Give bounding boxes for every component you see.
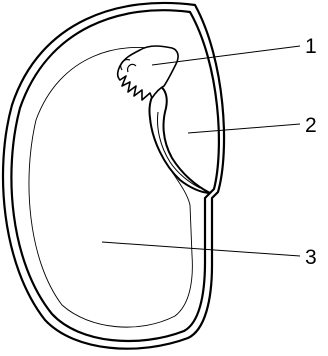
seed-coat-inner	[11, 10, 219, 341]
label-3: 3	[305, 246, 317, 269]
seed-coat-outer	[3, 3, 224, 349]
label-1: 1	[305, 35, 317, 58]
plumule	[118, 46, 178, 100]
leader-line-3	[102, 242, 300, 256]
radicle	[149, 86, 210, 193]
leader-line-2	[188, 124, 300, 133]
cotyledon-outline	[29, 47, 192, 327]
label-2: 2	[305, 114, 317, 137]
